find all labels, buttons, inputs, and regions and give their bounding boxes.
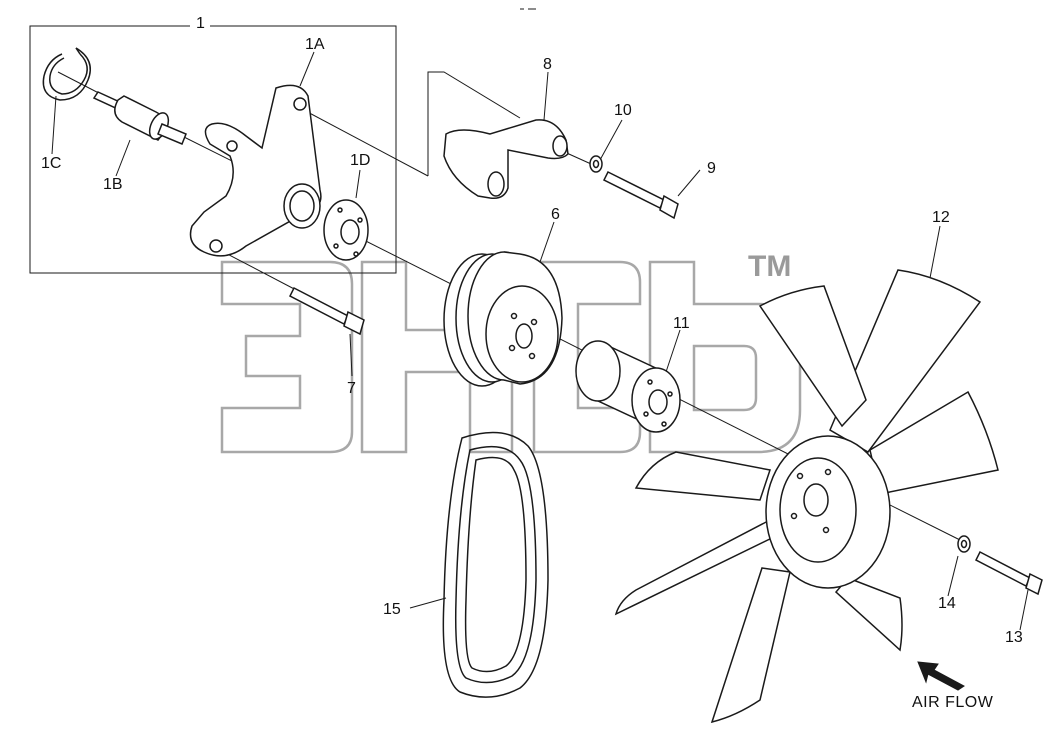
- bolt-9: [602, 170, 679, 220]
- callout-11: 11: [673, 315, 690, 332]
- washer-14: [957, 535, 971, 553]
- callout-8: 8: [543, 56, 552, 73]
- spindle-1b: [92, 91, 187, 145]
- bolt-7: [288, 286, 365, 336]
- flange-1d: [323, 199, 369, 261]
- spacer-11: [575, 340, 681, 433]
- air-flow-label: AIR FLOW: [912, 694, 994, 711]
- callout-7: 7: [347, 380, 356, 397]
- callout-10: 10: [614, 102, 632, 119]
- bolt-13: [974, 550, 1043, 596]
- callout-1d: 1D: [350, 152, 371, 169]
- retaining-ring-1c: [42, 47, 91, 101]
- idler-arm-8: [443, 119, 569, 200]
- washer-10: [589, 155, 603, 173]
- watermark-trademark: TM: [748, 250, 792, 283]
- bracket-1a: [189, 84, 322, 257]
- fan-12: [614, 269, 999, 724]
- callout-1c: 1C: [41, 155, 62, 172]
- belt-15: [442, 431, 549, 698]
- callout-15: 15: [383, 601, 401, 618]
- pulley-6: [443, 251, 563, 387]
- callout-13: 13: [1005, 629, 1023, 646]
- air-flow-arrow: [917, 661, 965, 691]
- callout-12: 12: [932, 209, 950, 226]
- callout-9: 9: [707, 160, 716, 177]
- callout-1a: 1A: [305, 36, 325, 53]
- callout-1: 1: [196, 15, 205, 32]
- callout-6: 6: [551, 206, 560, 223]
- callout-14: 14: [938, 595, 956, 612]
- assembly-1-box: [29, 25, 397, 274]
- callout-1b: 1B: [103, 176, 123, 193]
